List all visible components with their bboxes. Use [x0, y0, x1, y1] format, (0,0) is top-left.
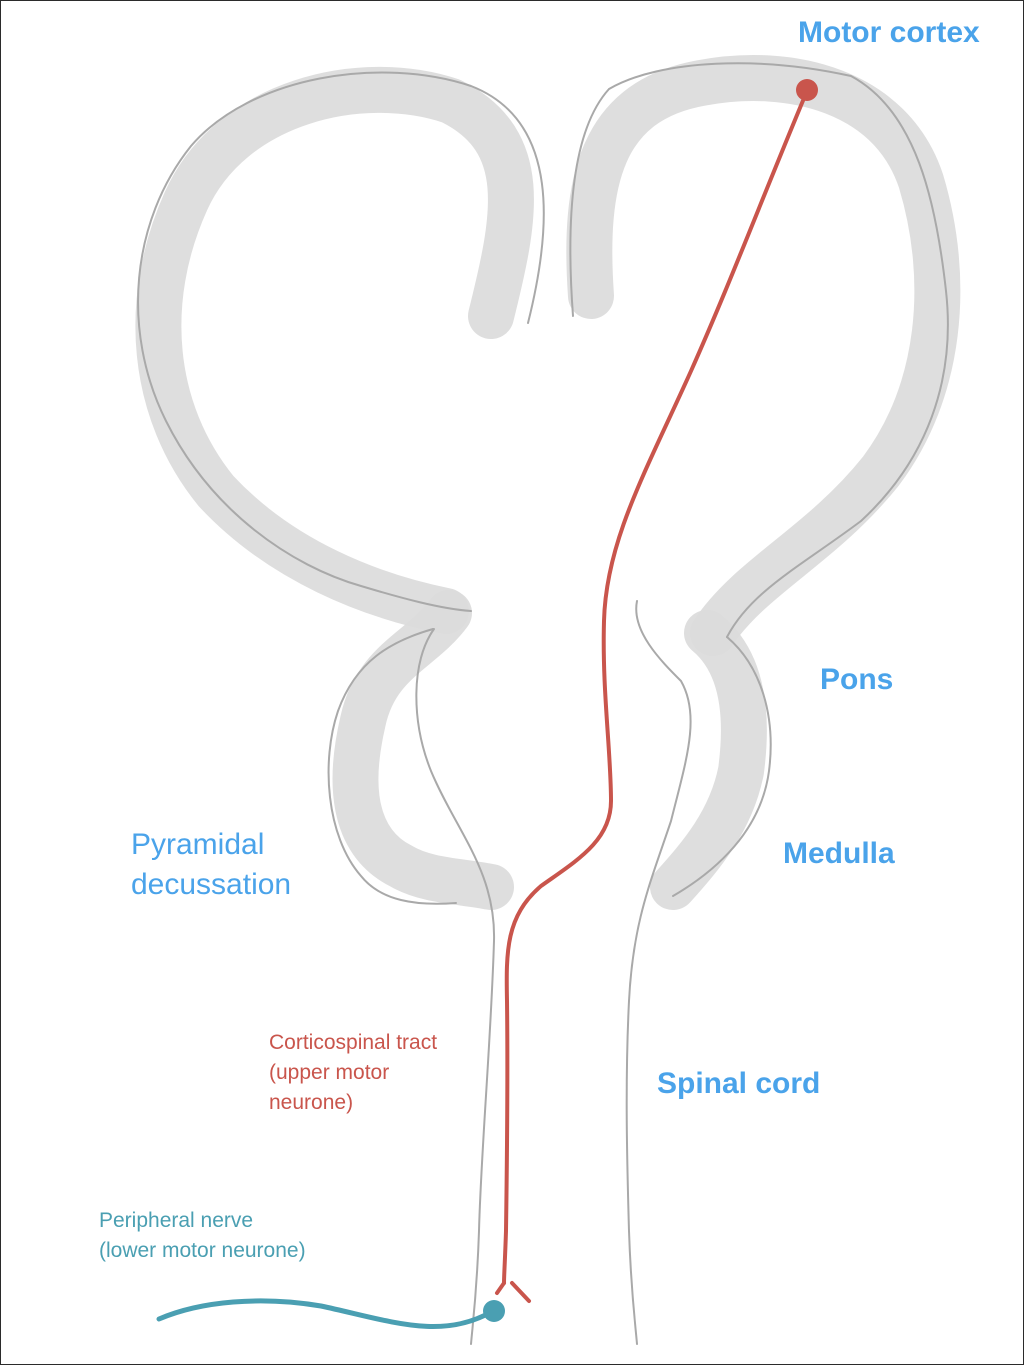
motor-cortex-label: Motor cortex [798, 16, 980, 49]
left-hemisphere-band [135, 66, 534, 634]
corticospinal-tract-line-3: neurone) [269, 1091, 354, 1114]
corticospinal-tract-line [502, 89, 809, 1285]
corticospinal-tract-line-1: Corticospinal tract [269, 1031, 438, 1054]
right-pons-medulla-band [650, 610, 767, 910]
spinal-cord-label: Spinal cord [657, 1067, 821, 1100]
corticospinal-tract-label: Corticospinal tract (upper motor neurone… [269, 1028, 489, 1118]
pons-label: Pons [820, 663, 894, 696]
spinal-cord-left-outline [415, 628, 496, 1345]
synapse-branch-left [495, 1281, 506, 1295]
corticospinal-tract-line-2: (upper motor [269, 1061, 390, 1084]
medulla-label: Medulla [783, 837, 895, 870]
lower-motor-neurone [156, 1298, 505, 1330]
pyramidal-decussation-label: Pyramidal decussation [131, 825, 351, 905]
pyramidal-decussation-line-2: decussation [131, 868, 292, 901]
right-pons-outline [672, 636, 772, 897]
left-pons-outline [327, 628, 457, 905]
left-hemisphere-outline [137, 71, 545, 612]
brain-outlines [137, 62, 949, 1345]
spinal-cord-right-outline [625, 600, 692, 1345]
peripheral-nerve-line [156, 1298, 496, 1330]
upper-motor-neurone [495, 79, 818, 1303]
pyramidal-decussation-line-1: Pyramidal [131, 828, 265, 861]
peripheral-nerve-line-1: Peripheral nerve [99, 1209, 254, 1232]
peripheral-nerve-line-2: (lower motor neurone) [99, 1239, 306, 1262]
motor-cortex-cell-body [796, 79, 818, 101]
peripheral-nerve-label: Peripheral nerve (lower motor neurone) [99, 1206, 359, 1266]
brain-silhouette [135, 55, 961, 910]
lower-motor-neurone-cell-body [483, 1300, 505, 1322]
right-hemisphere-band [566, 55, 961, 656]
synapse-branch-right [510, 1281, 531, 1303]
right-hemisphere-outline [569, 62, 949, 638]
left-pons-medulla-band [332, 590, 514, 910]
